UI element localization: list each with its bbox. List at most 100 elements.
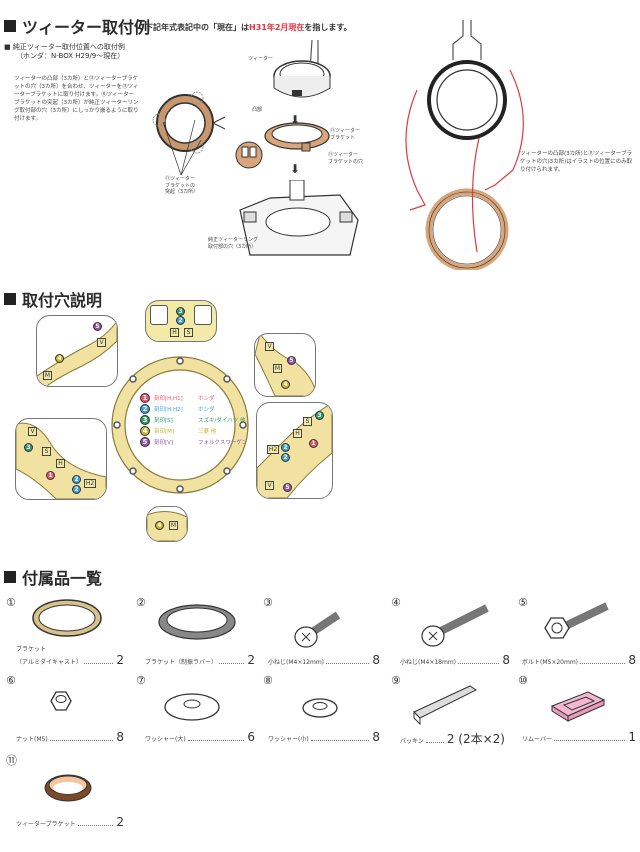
stamp-h: H — [293, 429, 302, 438]
item-qty: 2 — [116, 815, 124, 829]
callout-bottom: 4 M — [146, 506, 188, 542]
small-washer-icon — [302, 698, 338, 718]
packing-icon — [413, 685, 477, 725]
item-qty: 8 — [372, 730, 380, 744]
legend-code: 刻印[H,H1] — [154, 395, 183, 402]
legend-code: 刻印[S] — [154, 417, 173, 424]
chip-2: 2 — [72, 485, 81, 494]
install-description: ツィーターの凸部（3カ所）と⑪ツィーターブラケットの穴（3カ所）を合わせ、ツィー… — [14, 76, 139, 122]
item-label: ワッシャー(小) 8 — [268, 730, 380, 744]
chip-3: 3 — [315, 411, 324, 420]
legend-number: 3 — [140, 414, 150, 425]
item-name: ボルト(M5×20mm) — [522, 659, 579, 666]
item-label: ワッシャー(大)6 — [145, 730, 255, 744]
label-tweeter: ツィーター — [248, 56, 274, 62]
stamp-legend: 1 刻印[H,H1] ホンダ 2 刻印[H,H2] ホンダ 3 刻印[S] スズ… — [140, 392, 247, 447]
remover-icon — [550, 691, 606, 722]
legend-row: 3 刻印[S] スズキ/ダイハツ 他 — [140, 414, 247, 425]
legend-number: 1 — [140, 392, 150, 403]
item-qty: 8 — [372, 653, 380, 667]
item-qty: 8 — [628, 653, 636, 667]
stamp-v: V — [97, 338, 106, 347]
chip-1: 1 — [46, 471, 55, 480]
item-number: ⑪ — [6, 754, 17, 767]
item-qty: 1 — [628, 730, 636, 744]
subheading-line2: （ホンダ：N-BOX H29/9〜現在） — [16, 51, 125, 60]
callout-top: 3 2 H S — [145, 300, 217, 342]
screw-m4x12-icon — [294, 611, 341, 648]
chip-2: 2 — [281, 453, 290, 462]
legend-row: 5 刻印[V] フォルクスワーゲン — [140, 436, 247, 447]
legend-number: 2 — [140, 403, 150, 414]
bracket-ring-illustration — [152, 91, 226, 154]
stamp-s: S — [42, 447, 51, 456]
chip-2: 2 — [176, 316, 185, 325]
callout-top-left: 5 V 4 M — [36, 315, 118, 387]
car-mount-illustration — [239, 180, 359, 256]
chip-3: 3 — [176, 307, 185, 316]
large-washer-icon — [164, 693, 220, 721]
item-name: ブラケット（制振ラバー） — [145, 659, 217, 666]
legend-number: 4 — [140, 425, 150, 436]
item-number: ① — [6, 596, 16, 609]
section-title-text: 付属品一覧 — [22, 569, 103, 588]
tweeter-illustration — [273, 40, 331, 98]
subheading-line1: ■ 純正ツィーター取付位置への取付例 — [4, 43, 125, 51]
item-label: ブラケット（制振ラバー） 2 — [145, 653, 255, 667]
label-ring-hole: 純正ツィーターリング 取付部の穴（3カ所） — [208, 237, 259, 250]
down-arrow-icon: ⬇ — [290, 113, 301, 127]
stamp-h: H — [170, 328, 179, 337]
legend-code: 刻印[M] — [154, 428, 175, 435]
alignment-note: ツィーターの凸部(3カ所)と⑪ツィーターブラケットの穴(3カ所)はイラストの位置… — [520, 151, 633, 173]
down-arrow-icon-2: ⬇ — [290, 162, 301, 176]
stamp-v: V — [265, 342, 274, 351]
item-name: ワッシャー(小) — [268, 736, 309, 743]
item-name: リムーバー — [522, 736, 552, 743]
label-bracket-protrusion: ⑪ツィーター ブラケットの 突起（3カ所） — [165, 176, 199, 195]
stamp-m: M — [273, 364, 282, 373]
chip-1: 1 — [309, 439, 318, 448]
item-number: ⑧ — [263, 674, 273, 687]
tweeter-bracket-illustration — [264, 122, 330, 152]
bolt-m5x20-icon — [544, 602, 609, 639]
item-label: ナット(M5)8 — [16, 730, 124, 744]
legend-code: 刻印[H,H2] — [154, 406, 183, 413]
item-number: ④ — [391, 596, 401, 609]
item-label: ボルト(M5×20mm) 8 — [522, 653, 636, 667]
stamp-s: S — [184, 328, 193, 337]
label-convex: 凸部 — [252, 107, 263, 113]
item-name: ワッシャー(大) — [145, 736, 186, 743]
callout-right: 3 S H 1 H2 2 2 V 5 — [256, 402, 333, 499]
item-label: ブラケット （アルミダイキャスト）2 — [16, 644, 124, 667]
item-qty: 2 — [247, 653, 255, 667]
callout-left: V 3 S H 1 2 2 H2 — [15, 418, 107, 500]
rubber-bracket-icon — [158, 604, 236, 640]
date-note-suffix: を指します。 — [304, 23, 352, 32]
legend-maker: ホンダ — [198, 395, 215, 402]
legend-maker: フォルクスワーゲン — [198, 439, 248, 446]
item-name: パッキン — [400, 738, 424, 745]
chip-2: 2 — [72, 475, 81, 484]
item-name: ツィーターブラケット — [16, 821, 76, 828]
item-name: ナット(M5) — [16, 736, 48, 743]
legend-row: 2 刻印[H,H2] ホンダ — [140, 403, 247, 414]
section-title-text: ツィーター取付例 — [22, 18, 151, 37]
date-note: 下記年式表記中の「現在」はH31年2月現在を指します。 — [145, 22, 352, 33]
item-number: ⑨ — [391, 674, 401, 687]
item-name: 小ねじ(M4×12mm) — [268, 659, 325, 666]
section-title-mounting-holes: 取付穴説明 — [4, 287, 102, 311]
legend-maker: 三菱 他 — [198, 428, 217, 435]
chip-2: 2 — [281, 443, 290, 452]
legend-row: 1 刻印[H,H1] ホンダ — [140, 392, 247, 403]
stamp-h2: H2 — [84, 479, 96, 488]
legend-row: 4 刻印[M] 三菱 他 — [140, 425, 247, 436]
item-number: ② — [136, 596, 146, 609]
item-number: ⑩ — [518, 674, 528, 687]
item-label: リムーバー 1 — [522, 730, 636, 744]
nut-m5-icon — [50, 691, 72, 711]
legend-code: 刻印[V] — [154, 439, 174, 446]
example-subheading: ■ 純正ツィーター取付位置への取付例 （ホンダ：N-BOX H29/9〜現在） — [4, 43, 125, 60]
section-title-accessories: 付属品一覧 — [4, 565, 102, 589]
label-bracket-hole: ⑪ツィーター ブラケットの穴 — [328, 152, 364, 165]
date-note-prefix: 下記年式表記中の「現在」は — [145, 23, 249, 32]
